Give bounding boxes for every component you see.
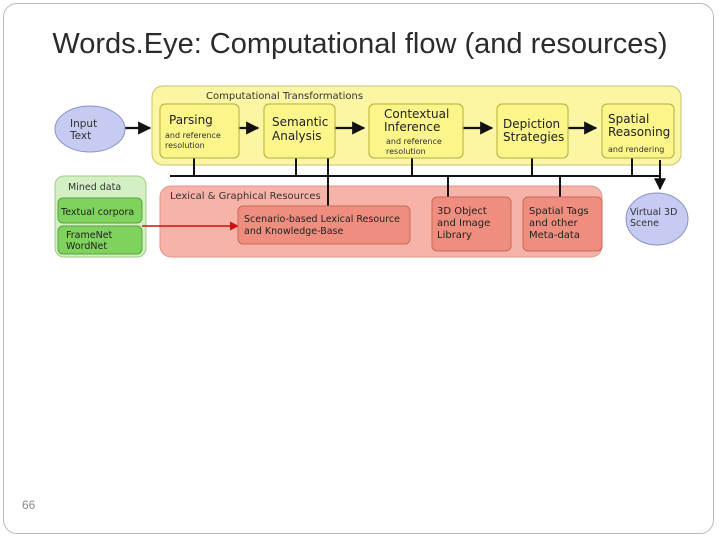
mined-item-framenet [57,225,143,255]
connector-lines [170,158,660,207]
stage-contextual-inference [368,103,464,159]
stage-parsing-sub: and reference resolution [165,131,223,150]
slide-number: 66 [22,498,36,512]
resource-3d-library-label: 3D Object and Image Library [437,206,494,241]
mined-item-corpora [57,197,143,224]
stage-depiction-title: Depiction Strategies [503,117,564,144]
mined-item-corpora-label: Textual corpora [60,207,134,218]
resource-spatial-tags-label: Spatial Tags and other Meta-data [529,206,592,241]
slide-frame [3,3,714,534]
stage-semantic-analysis [263,103,336,159]
stage-spatial-reasoning [601,103,675,159]
resource-lexical-kb-label: Scenario-based Lexical Resource and Know… [244,214,403,237]
slide-title: Words.Eye: Computational flow (and resou… [52,28,668,60]
virtual-3d-scene-label: Virtual 3D Scene [630,207,680,229]
computational-group-label: Computational Transformations [206,91,363,102]
stage-parsing [159,103,240,159]
stage-depiction-strategies [496,103,569,159]
input-text-node [54,105,126,153]
mined-item-framenet-label: FrameNet WordNet [66,230,115,252]
stage-spatial-title: Spatial Reasoning [608,112,670,139]
stage-contextual-title: Contextual Inference [384,107,453,134]
resource-3d-library [431,196,512,252]
resource-spatial-tags [522,196,603,252]
stage-semantic-title: Semantic Analysis [272,115,332,143]
stage-contextual-sub: and reference resolution [386,137,444,156]
stage-parsing-title: Parsing [169,113,213,127]
input-text-label: Input Text [69,118,101,142]
mined-data-label: Mined data [68,182,121,193]
stage-spatial-sub: and rendering [608,145,664,154]
resource-lexical-kb [237,205,411,245]
resources-group-label: Lexical & Graphical Resources [170,191,321,202]
virtual-3d-scene-node [625,192,689,246]
